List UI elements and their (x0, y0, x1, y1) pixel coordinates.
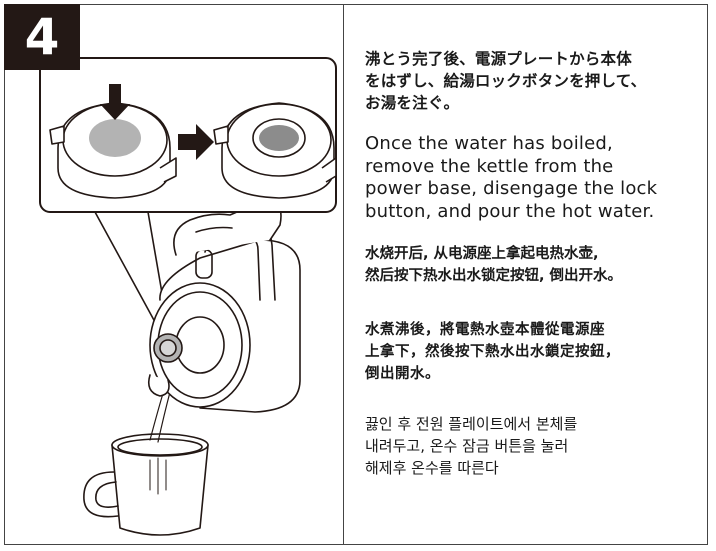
column-divider (343, 4, 344, 545)
kettle-drawing (147, 199, 301, 413)
instruction-japanese: 沸とう完了後、電源プレートから本体 をはずし、給湯ロックボタンを押して、 お湯を… (365, 50, 647, 112)
callout-line-left (94, 211, 156, 323)
instruction-korean: 끓인 후 전원 플레이트에서 본체를 내려두고, 온수 잠금 버튼을 눌러 해제… (365, 415, 578, 477)
press-arrow-icon (100, 84, 130, 120)
lid-before-drawing (49, 102, 177, 199)
arrow-right-icon (178, 124, 214, 160)
step-number-badge: 4 (4, 4, 80, 70)
instruction-simplified-chinese: 水烧开后, 从电源座上拿起电热水壶, 然后按下热水出水锁定按钮, 倒出开水。 (365, 246, 623, 284)
instruction-english: Once the water has boiled, remove the ke… (365, 133, 658, 222)
mug-drawing (83, 433, 209, 536)
page-frame (4, 4, 708, 545)
instructions-column: 沸とう完了後、電源プレートから本体 をはずし、給湯ロックボタンを押して、 お湯を… (365, 48, 695, 479)
kettle-pouring-illustration (39, 57, 337, 536)
instruction-traditional-chinese: 水煮沸後，將電熱水壺本體從電源座 上拿下，然後按下熱水出水鎖定按鈕， 倒出開水。 (365, 322, 620, 382)
lid-after-drawing (213, 102, 337, 199)
